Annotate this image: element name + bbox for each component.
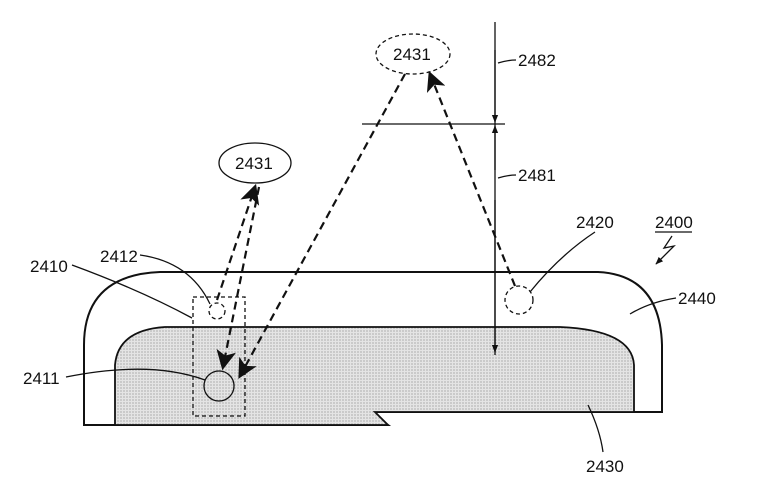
emitter-2412	[209, 303, 225, 319]
emitter-2420	[505, 286, 533, 314]
label-2410: 2410	[30, 257, 68, 276]
label-2420: 2420	[576, 213, 614, 232]
leader-2481	[498, 175, 516, 178]
label-2431-top: 2431	[393, 45, 431, 64]
leader-2482	[498, 60, 516, 63]
ray-2412-to-2431	[217, 187, 255, 300]
label-2400: 2400	[655, 213, 693, 232]
ref-2400-zigzag-arrow	[656, 236, 674, 264]
label-2411: 2411	[23, 369, 60, 388]
label-2440: 2440	[678, 289, 716, 308]
label-2412: 2412	[100, 247, 138, 266]
label-2481: 2481	[518, 166, 556, 185]
ray-2420-to-2431	[430, 74, 515, 286]
label-2430: 2430	[586, 457, 624, 476]
label-2431-left: 2431	[235, 154, 273, 173]
label-2482: 2482	[518, 51, 556, 70]
leader-2420	[530, 232, 595, 292]
